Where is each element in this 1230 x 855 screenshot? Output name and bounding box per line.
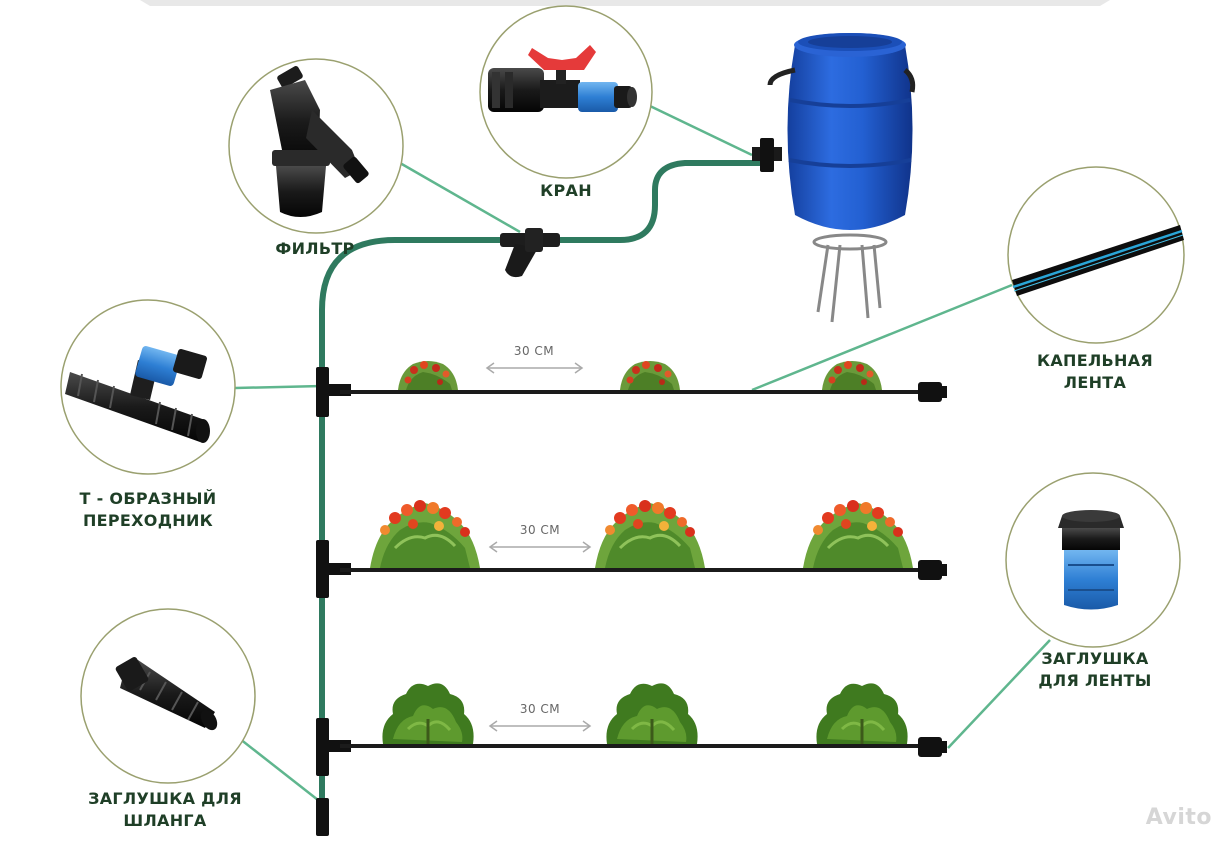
tee-label: Т - ОБРАЗНЫЙ ПЕРЕХОДНИК — [58, 488, 238, 532]
drip-tape-callout — [1007, 166, 1185, 344]
bush-plant-icon — [604, 681, 700, 746]
drip-tape-row2 — [340, 560, 947, 580]
tape-plug-label-line2: ДЛЯ ЛЕНТЫ — [1038, 671, 1152, 690]
tomato-plant-icon — [368, 498, 482, 570]
tomato-plant-icon — [398, 361, 458, 390]
tee-adapter-icon — [65, 346, 210, 443]
hose-plug-icon — [115, 656, 218, 731]
filter-callout — [228, 58, 404, 234]
main-hose — [319, 160, 760, 835]
tomato-plant-icon — [593, 498, 707, 570]
spacing-label-row1: 30 СМ — [513, 344, 555, 358]
valve-icon — [488, 45, 637, 112]
tape-plug-callout — [1005, 472, 1181, 648]
drip-tape-label-line2: ЛЕНТА — [1063, 373, 1127, 392]
hose-plug-label-line1: ЗАГЛУШКА ДЛЯ — [88, 789, 242, 808]
tee-pointer-line — [234, 384, 323, 390]
tape-pointer-line — [751, 283, 1013, 392]
watermark: Avito — [1145, 805, 1212, 830]
filter-label: ФИЛЬТР — [275, 239, 355, 258]
filter-pointer-line — [399, 161, 521, 234]
drip-tape-row1 — [340, 382, 947, 402]
tape-plug-pointer-line — [947, 639, 1051, 749]
drip-tape-label-line1: КАПЕЛЬНАЯ — [1036, 351, 1154, 370]
tape-plug-icon — [1058, 510, 1124, 610]
tomato-plant-icon — [801, 498, 915, 570]
tomato-plant-icon — [620, 361, 680, 390]
hose-end-plug — [316, 798, 329, 836]
valve-label: КРАН — [540, 181, 592, 200]
filter-icon — [270, 66, 369, 217]
tee-label-line1: Т - ОБРАЗНЫЙ — [79, 489, 217, 508]
pointer-lines — [234, 104, 1051, 801]
tee-adapter-callout — [60, 299, 236, 475]
hose-plug-pointer-line — [234, 734, 319, 801]
valve-callout — [479, 5, 653, 179]
bush-plant-icon — [814, 681, 910, 746]
hose-plug-label-line2: ШЛАНГА — [123, 811, 207, 830]
tape-plug-label-line1: ЗАГЛУШКА — [1041, 649, 1149, 668]
bush-plant-icon — [380, 681, 476, 746]
drip-tape-icon — [1012, 225, 1184, 296]
tomato-plant-icon — [822, 361, 882, 390]
spacing-label-row3: 30 СМ — [519, 702, 561, 716]
top-shadow-bar — [140, 0, 1110, 6]
hose-plug-callout — [80, 608, 256, 784]
tee-label-line2: ПЕРЕХОДНИК — [82, 511, 214, 530]
valve-pointer-line — [649, 104, 753, 157]
tape-plug-label: ЗАГЛУШКА ДЛЯ ЛЕНТЫ — [1015, 648, 1175, 692]
distance-arrows — [485, 362, 592, 732]
spacing-label-row2: 30 СМ — [519, 523, 561, 537]
drip-tape-row3 — [340, 737, 947, 757]
hose-plug-label: ЗАГЛУШКА ДЛЯ ШЛАНГА — [70, 788, 260, 832]
drip-tape-label: КАПЕЛЬНАЯ ЛЕНТА — [1010, 350, 1180, 394]
inline-filter — [500, 228, 560, 278]
barrel-icon — [752, 33, 916, 323]
